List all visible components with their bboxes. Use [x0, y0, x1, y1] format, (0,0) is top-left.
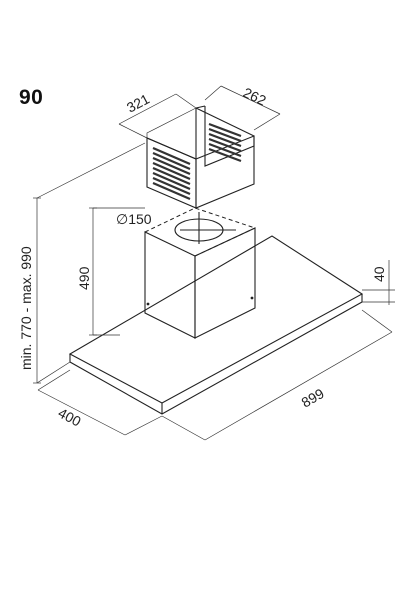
dimension-lines — [33, 85, 395, 441]
vent-slots-left — [152, 146, 191, 201]
vent-slots-right — [208, 122, 242, 163]
dim-chimney-width: 262 — [241, 84, 269, 108]
dim-canopy-depth: 400 — [56, 405, 84, 430]
dim-chimney-depth: 321 — [124, 90, 152, 115]
dim-total-height: min. 770 - max. 990 — [18, 246, 34, 370]
model-number: 90 — [19, 86, 44, 109]
lower-chimney — [144, 207, 256, 339]
canopy — [68, 235, 364, 415]
dim-duct-diameter: ∅150 — [116, 211, 152, 227]
duct-outlet — [174, 212, 236, 244]
dim-chimney-height: 490 — [76, 266, 92, 290]
dim-canopy-width: 899 — [299, 385, 327, 411]
dim-canopy-thickness: 40 — [371, 266, 387, 282]
